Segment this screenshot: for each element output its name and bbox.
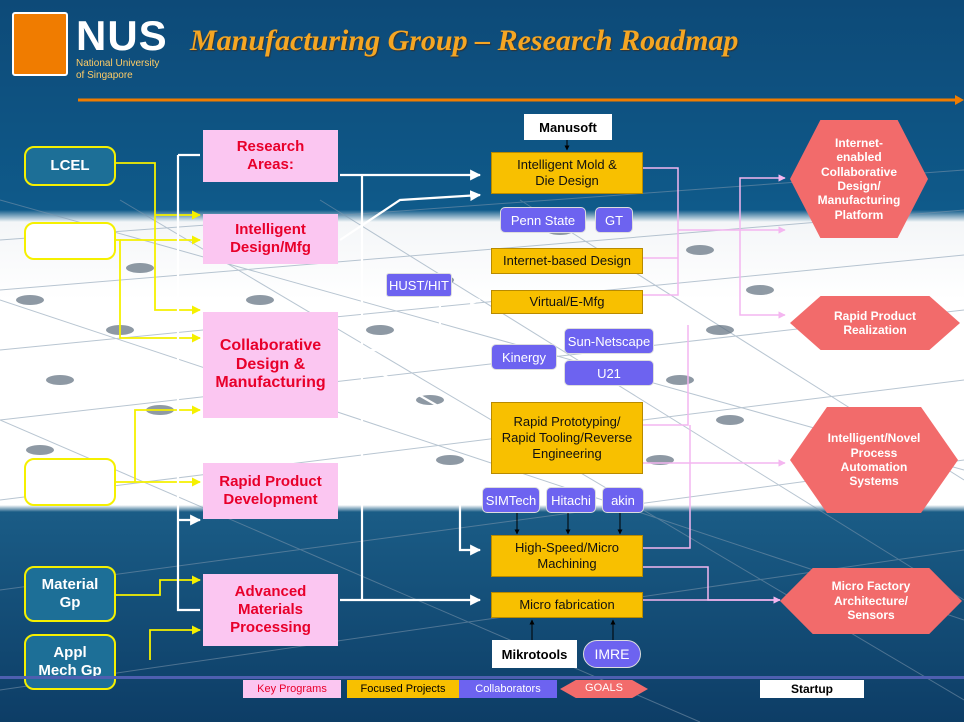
nus-crest-logo <box>12 12 68 76</box>
legend-separator <box>0 676 964 679</box>
project-rapid-prototyping: Rapid Prototyping/ Rapid Tooling/Reverse… <box>491 402 643 474</box>
legend-goals: GOALS <box>560 680 648 698</box>
program-intelligent-design: Intelligent Design/Mfg <box>203 214 338 264</box>
goal-micro-factory: Micro Factory Architecture/ Sensors <box>780 568 962 634</box>
collaborator-kinergy: Kinergy <box>491 344 557 370</box>
collaborator-hust-hit: HUST/HIT <box>386 273 452 297</box>
logo-text: NUS <box>76 12 168 59</box>
goal-rapid-product-realization: Rapid Product Realization <box>790 296 960 350</box>
collaborator-sun-netscape: Sun-Netscape <box>564 328 654 354</box>
legend-key-programs: Key Programs <box>243 680 341 698</box>
project-intelligent-mold-die: Intelligent Mold & Die Design <box>491 152 643 194</box>
logo-subtitle-line2: of Singapore <box>76 70 133 81</box>
project-high-speed-machining: High-Speed/Micro Machining <box>491 535 643 577</box>
project-micro-fabrication: Micro fabrication <box>491 592 643 618</box>
project-virtual-e-mfg: Virtual/E-Mfg <box>491 290 643 314</box>
collaborator-simtech: SIMTech <box>482 487 540 513</box>
program-research-areas: Research Areas: <box>203 130 338 182</box>
goal-internet-collab-platform: Internet-enabled Collaborative Design/ M… <box>790 120 928 238</box>
goal-intelligent-process-automation: Intelligent/Novel Process Automation Sys… <box>790 407 958 513</box>
group-material-gp: Material Gp <box>24 566 116 622</box>
group-box-3 <box>24 458 116 506</box>
collaborator-hitachi: Hitachi <box>546 487 596 513</box>
program-collaborative-design: Collaborative Design & Manufacturing <box>203 312 338 418</box>
collaborator-gt: GT <box>595 207 633 233</box>
collaborator-imre: IMRE <box>583 640 641 668</box>
logo-subtitle-line1: National University <box>76 58 160 69</box>
legend-focused-projects: Focused Projects <box>347 680 459 698</box>
startup-manusoft: Manusoft <box>524 114 612 140</box>
collaborator-u21: U21 <box>564 360 654 386</box>
collaborator-akin: akin <box>602 487 644 513</box>
program-rapid-product-development: Rapid Product Development <box>203 463 338 519</box>
slide-title: Manufacturing Group – Research Roadmap <box>190 24 739 57</box>
project-internet-based-design: Internet-based Design <box>491 248 643 274</box>
program-advanced-materials: Advanced Materials Processing <box>203 574 338 646</box>
group-appl-mech-gp: Appl Mech Gp <box>24 634 116 690</box>
collaborator-penn-state: Penn State <box>500 207 586 233</box>
startup-mikrotools: Mikrotools <box>492 640 577 668</box>
legend-collaborators: Collaborators <box>459 680 557 698</box>
group-box-2 <box>24 222 116 260</box>
group-lcel: LCEL <box>24 146 116 186</box>
legend-startup: Startup <box>760 680 864 698</box>
logo-subtitle: National University of Singapore <box>76 58 159 82</box>
